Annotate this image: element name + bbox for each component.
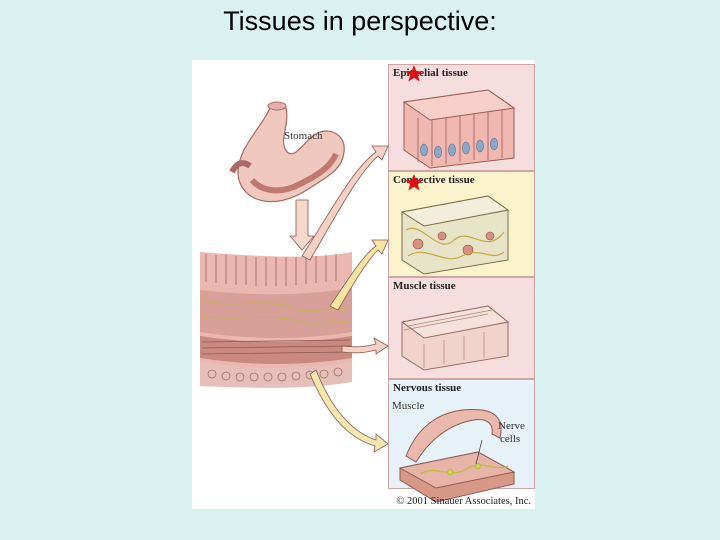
- muscle-block: [402, 306, 508, 370]
- star-epithelial: [405, 65, 423, 82]
- slide-title: Tissues in perspective:: [0, 6, 720, 37]
- stomach-wall-section: [200, 252, 352, 388]
- nervous-muscle-label: Muscle: [392, 400, 424, 412]
- cells-label: cells: [500, 433, 520, 445]
- copyright-credit: © 2001 Sinauer Associates, Inc.: [396, 496, 531, 507]
- nerve-label: Nerve: [498, 420, 525, 432]
- tissue-figure: Epithelial tissue Connective tissue Musc…: [192, 60, 535, 509]
- nervous-block: [400, 409, 514, 502]
- star-connective: [405, 174, 423, 191]
- connective-block: [402, 196, 508, 274]
- stomach-label: Stomach: [284, 130, 323, 142]
- tissue-illustration: [192, 60, 535, 509]
- stomach-illustration: [232, 102, 344, 202]
- epithelial-block: [404, 90, 514, 168]
